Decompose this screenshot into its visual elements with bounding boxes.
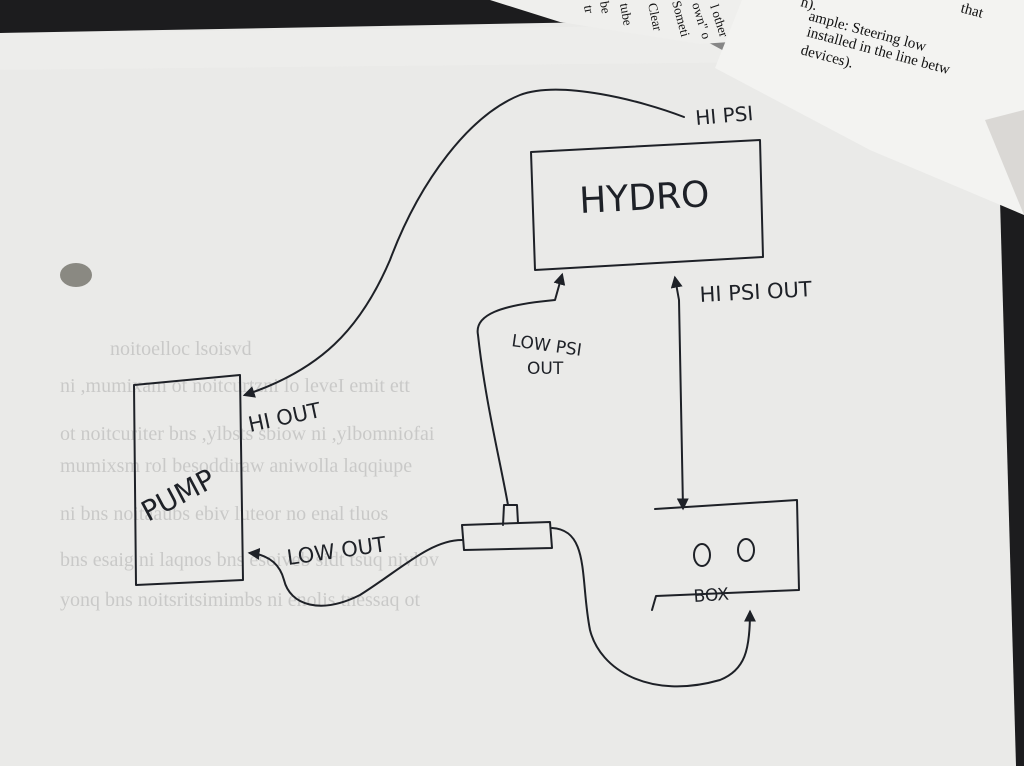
gauge-box xyxy=(651,499,800,611)
smudge-mark xyxy=(60,263,92,287)
hi-psi-out-label: HI PSI OUT xyxy=(699,277,813,307)
line-hydro-to-box xyxy=(670,275,689,511)
ghost-line: yonq bns noitsritsimimbs ni enolis tness… xyxy=(60,589,420,611)
corner-paper-line: n). xyxy=(799,0,819,14)
line-tee-to-box xyxy=(551,527,756,688)
top-paper-fragment: be xyxy=(597,0,614,15)
gauge-right-icon xyxy=(737,538,755,562)
hydro-box xyxy=(530,139,764,271)
pump-box xyxy=(133,374,244,586)
ghost-text-block: noitoelloc lsoisvd ni ,mumixam ot noitcu… xyxy=(60,338,439,611)
box-label: BOX xyxy=(693,585,730,607)
ghost-line: ni bns noitaaubs ebiv luteor no enal tlu… xyxy=(60,503,388,525)
top-paper-fragment: tube xyxy=(617,2,636,27)
ghost-line: noitoelloc lsoisvd xyxy=(110,338,252,360)
line-tee-to-pump xyxy=(247,539,463,607)
corner-paper: that n). ample: Steering low installed i… xyxy=(715,0,1024,215)
gauge-left-icon xyxy=(693,543,711,567)
ghost-line: ni ,mumixam ot noitcurtzni lo leveI emit… xyxy=(60,375,410,397)
ghost-line: ot noitcuriter bns ,ylbsts sbiow ni ,ylb… xyxy=(60,423,435,445)
corner-paper-fragment-top: that xyxy=(959,0,986,21)
ghost-line: mumixsm rol besoddiraw aniwolla laqqiupe xyxy=(60,455,412,477)
hi-psi-in-label: HI PSI xyxy=(694,101,754,130)
low-psi-out-label-line2: OUT xyxy=(527,359,564,379)
top-paper-fragment: Clear xyxy=(645,2,666,33)
line-hi-out-to-hydro xyxy=(242,88,685,398)
top-paper-fragment: tr xyxy=(581,4,597,15)
ghost-line: bns esaig ni laqnos bns esoiveb sidt tsu… xyxy=(60,549,439,571)
line-tee-to-hydro xyxy=(476,272,566,506)
hydro-label: HYDRO xyxy=(578,174,710,222)
hydraulic-diagram xyxy=(133,88,800,688)
